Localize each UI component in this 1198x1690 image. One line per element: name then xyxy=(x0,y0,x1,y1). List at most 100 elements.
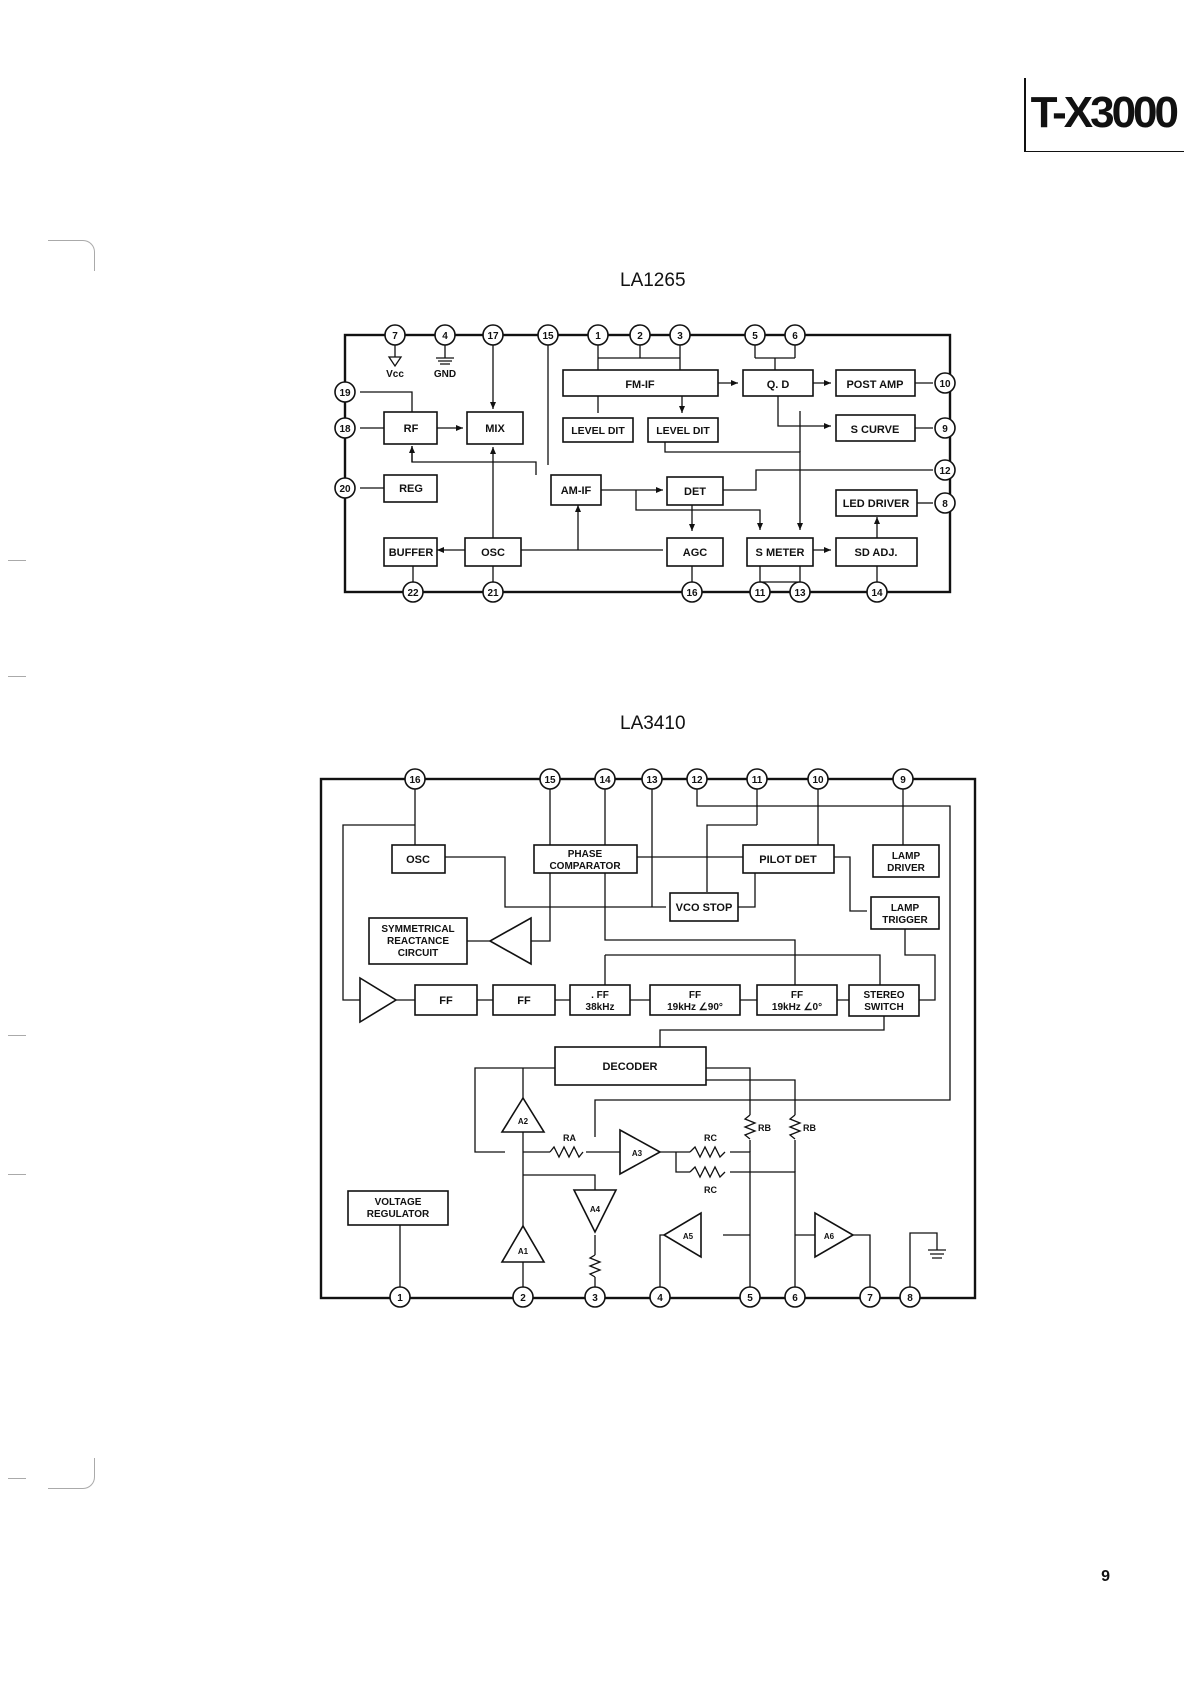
vcc-symbol xyxy=(387,356,403,368)
block-osc-label: OSC xyxy=(481,547,505,559)
pin-3410-3: 3 xyxy=(584,1286,606,1308)
pin-21-label: 21 xyxy=(487,588,499,599)
block-reg: REG xyxy=(383,474,438,503)
pin-22-label: 22 xyxy=(407,588,419,599)
block-agc-label: AGC xyxy=(683,547,708,559)
block-det: DET xyxy=(666,476,724,506)
block-ff-2: FF xyxy=(492,984,556,1016)
wire-rb-tie xyxy=(749,1140,796,1172)
pin-19: 19 xyxy=(334,381,356,403)
block-vreg-label-1: VOLTAGE xyxy=(375,1197,422,1208)
pin-17: 17 xyxy=(482,324,504,346)
block-buffer: BUFFER xyxy=(383,537,438,567)
amp-a3: A3 xyxy=(619,1128,662,1176)
label-rb-1: RB xyxy=(758,1123,771,1133)
block-ff0-label-2: 19kHz ∠0° xyxy=(772,1002,822,1013)
block-s-curve: S CURVE xyxy=(835,414,916,442)
pin-3410-9-label: 9 xyxy=(900,775,906,786)
wire-15-14-phase xyxy=(549,789,606,845)
block-fm-if-label: FM-IF xyxy=(625,379,655,391)
amp-input-buffer xyxy=(359,976,398,1024)
wire-vcostop-pilot xyxy=(738,871,756,908)
wire-a2-ra-a3 xyxy=(522,1132,620,1297)
block-lamp-driver-label-1: LAMP xyxy=(892,851,921,862)
pin-3410-8-label: 8 xyxy=(907,1293,913,1304)
wire-bottom-pins-a xyxy=(412,566,693,582)
resistor-rb-1 xyxy=(743,1114,757,1140)
wire-a5-4 xyxy=(659,1234,750,1297)
block-am-if-label: AM-IF xyxy=(561,485,592,497)
pin-7: 7 xyxy=(384,324,406,346)
wire-stereo-decoder xyxy=(659,1016,885,1047)
wire-12-decoder-loop xyxy=(594,789,951,1137)
block-ff-2-label: FF xyxy=(517,995,531,1007)
pin-9: 9 xyxy=(934,417,956,439)
resistor-ra xyxy=(549,1145,584,1159)
pin-3410-12: 12 xyxy=(686,768,708,790)
block-fm-if: FM-IF xyxy=(562,369,719,397)
block-ff38-label-2: 38kHz xyxy=(586,1002,615,1013)
la1265-title: LA1265 xyxy=(620,270,686,291)
pin-3410-10: 10 xyxy=(807,768,829,790)
block-stereo-label-2: SWITCH xyxy=(864,1002,903,1013)
amp-a1: A1 xyxy=(500,1224,546,1263)
pin-6: 6 xyxy=(784,324,806,346)
pin-3410-10-label: 10 xyxy=(812,775,824,786)
pin-3410-12-label: 12 xyxy=(691,775,703,786)
wire-amif-smeter xyxy=(635,490,763,530)
block-s-curve-label: S CURVE xyxy=(851,424,900,436)
pin-15: 15 xyxy=(537,324,559,346)
block-lamp-trigger-label-2: TRIGGER xyxy=(882,915,928,926)
pin-3410-14-label: 14 xyxy=(599,775,611,786)
pin-3410-5-label: 5 xyxy=(747,1293,753,1304)
block-pilot-det-label: PILOT DET xyxy=(759,854,817,866)
block-level-dit-2: LEVEL DIT xyxy=(647,417,719,443)
block-ff-1-label: FF xyxy=(439,995,453,1007)
pin-3410-6: 6 xyxy=(784,1286,806,1308)
margin-bracket-top xyxy=(48,240,95,271)
pin-3410-2-label: 2 xyxy=(520,1293,526,1304)
resistor-rc-2 xyxy=(689,1165,726,1179)
wire-lamptrigger-stereo xyxy=(904,929,936,1001)
block-am-if: AM-IF xyxy=(550,474,602,506)
label-rc-1: RC xyxy=(704,1133,717,1143)
block-osc: OSC xyxy=(464,537,522,567)
la1265-diagram: FM-IF Q. D POST AMP LEVEL DIT LEVEL DIT … xyxy=(334,324,956,603)
pin-8: 8 xyxy=(934,492,956,514)
pin-3410-11: 11 xyxy=(746,768,768,790)
la3410-title: LA3410 xyxy=(620,713,686,734)
model-label: T-X3000 xyxy=(1030,88,1179,137)
block-sd-adj: SD ADJ. xyxy=(835,537,918,567)
block-lamp-trigger-label-1: LAMP xyxy=(891,903,920,914)
pin-3410-14: 14 xyxy=(594,768,616,790)
block-lamp-driver-label-2: DRIVER xyxy=(887,863,926,874)
block-osc-3410-label: OSC xyxy=(406,854,430,866)
pin-2-label: 2 xyxy=(637,331,643,342)
page-number: 9 xyxy=(1101,1568,1110,1585)
wire-leveldit-smeter xyxy=(664,438,803,530)
pin-1: 1 xyxy=(587,324,609,346)
pin-3410-15: 15 xyxy=(539,768,561,790)
pin-6-label: 6 xyxy=(792,331,798,342)
vcc-label: Vcc xyxy=(386,369,404,380)
wire-8-ground xyxy=(909,1232,946,1297)
pin-3410-4-label: 4 xyxy=(657,1293,663,1304)
pin-3-label: 3 xyxy=(677,331,683,342)
wire-ff-bus xyxy=(604,954,881,985)
pin-13: 13 xyxy=(789,581,811,603)
block-stereo-label-1: STEREO xyxy=(863,990,904,1001)
pin-16: 16 xyxy=(681,581,703,603)
amp-a6-label: A6 xyxy=(824,1232,835,1241)
wire-decoder-rb xyxy=(706,1067,796,1115)
block-led-driver-label: LED DRIVER xyxy=(843,498,910,510)
wire-det-12 xyxy=(723,469,933,491)
wire-osc-vcostop xyxy=(445,856,666,908)
pin-3410-15-label: 15 xyxy=(544,775,556,786)
block-phase-label-2: COMPARATOR xyxy=(549,861,621,872)
